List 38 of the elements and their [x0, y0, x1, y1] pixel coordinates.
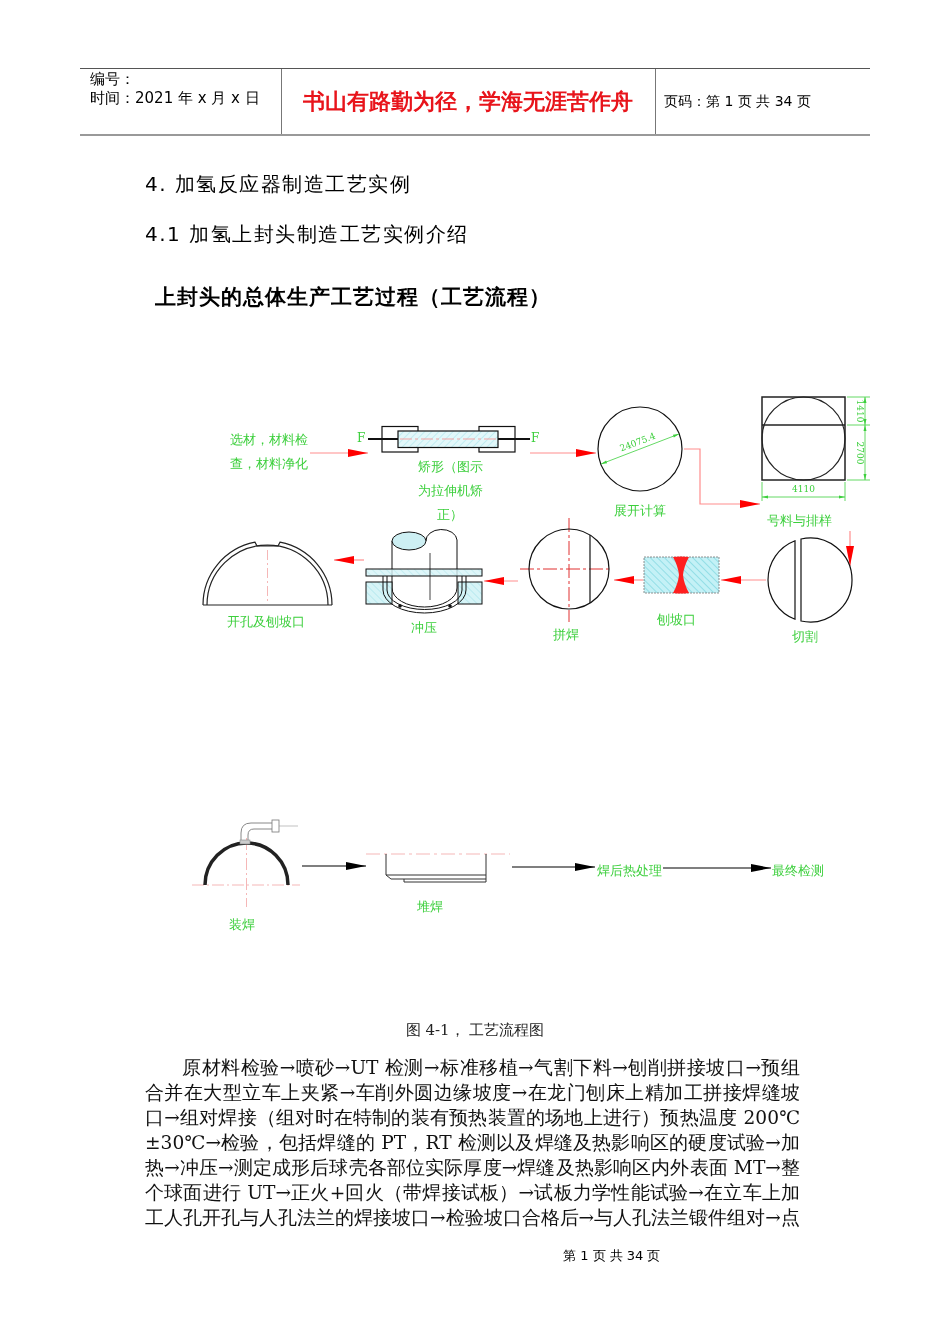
arrow — [301, 862, 367, 870]
step-label: 拼焊 — [552, 626, 580, 644]
page-number-text: 页码：第 1 页 共 34 页 — [664, 93, 811, 110]
arrow — [683, 448, 761, 508]
arrow — [333, 556, 365, 564]
dimension-label: 1410 — [854, 399, 864, 423]
body-paragraph: 原材料检验→喷砂→UT 检测→标准移植→气割下料→刨削拼接坡口→预组合并在大型立车上夹紧→车削外圆边缘坡度→在龙门刨床上精加工拼接焊缝坡口→组对焊接（组对时在特制的装有预热装置的场地上进行）预热温度 200℃±30℃→检验，包括焊缝的 PT，RT 检测以及焊缝及热影响区的硬度试验→加热→冲压→测定成形后球壳各部位实际厚度→焊缝及热影响区内外表面 MT→整个球面进行 UT→正火+回火（带焊接试板）→试板力学性能试验→在立车上加工人孔开孔与人孔法兰的焊接坡口→检验坡口合格后→与人孔法兰锻件组对→点 — [145, 1056, 800, 1230]
page-footer: 第 1 页 共 34 页 — [563, 1248, 661, 1264]
arrow — [613, 576, 644, 584]
force-label: F — [531, 431, 540, 446]
dimension-label: 2700 — [854, 441, 864, 464]
dimension-label: 4110 — [792, 485, 815, 495]
step-label: 号料与排样 — [765, 512, 833, 530]
arrow — [662, 864, 772, 872]
figure-caption: 图 4-1， 工艺流程图 — [405, 1020, 545, 1040]
arrow — [529, 449, 597, 457]
step-label: 堆焊 — [416, 898, 444, 916]
document-number-label: 编号： — [90, 70, 135, 88]
step-label: 切割 — [791, 628, 819, 646]
subsection-heading: 4.1 加氢上封头制造工艺实例介绍 — [145, 222, 469, 246]
diagram-title: 上封头的总体生产工艺过程（工艺流程） — [155, 284, 551, 310]
step-label: 焊后热处理 — [595, 861, 663, 881]
date-text: 时间：2021 年 x 月 x 日 — [90, 89, 260, 107]
step-label: 装焊 — [228, 916, 256, 934]
arrow — [309, 449, 369, 457]
step-label: 矫形（图示为拉伸机矫正） — [416, 458, 484, 524]
step-label: 最终检测 — [771, 861, 825, 881]
arrow — [483, 577, 519, 585]
section-heading: 4. 加氢反应器制造工艺实例 — [145, 172, 412, 196]
step-label: 冲压 — [410, 619, 438, 637]
force-label: F — [357, 431, 366, 446]
step-label: 选材，材料检查，材料净化 — [230, 428, 310, 476]
arrow — [511, 863, 596, 871]
motto-text: 书山有路勤为径，学海无涯苦作舟 — [302, 89, 634, 116]
step-label: 刨坡口 — [655, 611, 697, 629]
step-label: 展开计算 — [613, 502, 667, 520]
step-label: 开孔及刨坡口 — [226, 613, 306, 631]
arrow — [846, 530, 854, 567]
